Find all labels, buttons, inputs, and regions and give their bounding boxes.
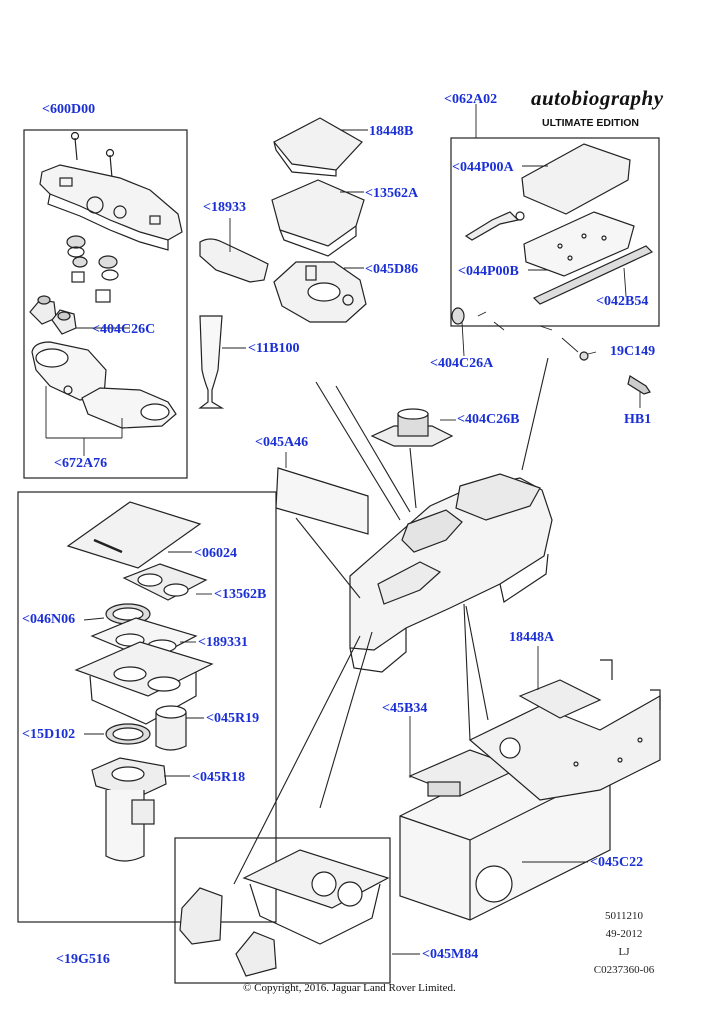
brand-name: autobiography <box>531 86 664 110</box>
lid-13562A <box>271 179 365 257</box>
reference-line-4: C0237360-06 <box>593 964 655 976</box>
label-189331[interactable]: <189331 <box>198 635 248 650</box>
tray-inserts <box>31 341 177 429</box>
label-046N06[interactable]: <046N06 <box>22 612 76 627</box>
label-06024[interactable]: <06024 <box>194 546 237 561</box>
label-045A46[interactable]: <045A46 <box>255 435 309 450</box>
trim-18933 <box>199 218 269 283</box>
label-045R18[interactable]: <045R18 <box>192 770 246 785</box>
label-19G516[interactable]: <19G516 <box>56 952 110 967</box>
support-frame <box>399 646 661 921</box>
frame-19G516 <box>17 491 277 923</box>
label-HB1[interactable]: HB1 <box>624 412 652 427</box>
dashes-062A02 <box>475 104 579 353</box>
reference-line-3: LJ <box>618 946 630 958</box>
label-600D00[interactable]: <600D00 <box>42 102 96 117</box>
pad-06024 <box>66 501 202 569</box>
label-044P00A[interactable]: <044P00A <box>452 160 514 175</box>
housing <box>74 641 214 725</box>
clip-19C149 <box>579 351 597 361</box>
gear-parts <box>29 235 119 335</box>
pin-HB1 <box>627 375 651 408</box>
plate-044P00B <box>523 211 635 277</box>
lid-044P00A <box>521 143 631 215</box>
cup-045R19 <box>155 705 204 751</box>
lid-18448B <box>273 117 368 177</box>
hinge-arm <box>464 211 525 241</box>
insert-13562B <box>122 563 212 601</box>
label-045M84[interactable]: <045M84 <box>422 947 479 962</box>
label-404C26B[interactable]: <404C26B <box>457 412 520 427</box>
reference-line-2: 49-2012 <box>605 928 643 940</box>
callout-lines-600D00 <box>45 327 130 456</box>
ring-15D102 <box>84 723 151 745</box>
label-404C26A[interactable]: <404C26A <box>430 356 494 371</box>
leader-lines <box>233 357 549 885</box>
label-19C149[interactable]: 19C149 <box>610 344 656 359</box>
label-045C22[interactable]: <045C22 <box>590 855 644 870</box>
reference-line-1: 5011210 <box>604 910 644 922</box>
label-672A76[interactable]: <672A76 <box>54 456 108 471</box>
label-11B100[interactable]: <11B100 <box>248 341 300 356</box>
label-18933[interactable]: <18933 <box>203 200 246 215</box>
label-15D102[interactable]: <15D102 <box>22 727 76 742</box>
label-045R19[interactable]: <045R19 <box>206 711 260 726</box>
label-18448A[interactable]: 18448A <box>509 630 555 645</box>
label-404C26C[interactable]: <404C26C <box>92 322 156 337</box>
bushing-404C26A <box>451 307 465 357</box>
center-console <box>349 473 553 673</box>
label-044P00B[interactable]: <044P00B <box>458 264 519 279</box>
glass-11B100 <box>198 315 246 409</box>
holder-045R18 <box>91 757 190 862</box>
ring-046N06 <box>83 603 151 625</box>
label-062A02[interactable]: <062A02 <box>444 92 498 107</box>
copyright-notice: © Copyright, 2016. Jaguar Land Rover Lim… <box>243 982 456 994</box>
label-042B54[interactable]: <042B54 <box>596 294 649 309</box>
label-045D86[interactable]: <045D86 <box>365 262 419 277</box>
frame-600D00 <box>23 129 188 479</box>
rail-042B54 <box>532 245 654 305</box>
label-45B34[interactable]: <45B34 <box>382 701 428 716</box>
frame-045M84 <box>174 837 391 984</box>
label-13562A[interactable]: <13562A <box>365 186 419 201</box>
damper-404C26B <box>370 408 456 447</box>
label-13562B[interactable]: <13562B <box>214 587 267 602</box>
brand-edition: ULTIMATE EDITION <box>542 117 640 129</box>
storage-bin <box>179 849 420 977</box>
label-18448B[interactable]: 18448B <box>369 124 414 139</box>
bracket-045A46 <box>275 452 369 535</box>
bracket-assembly <box>39 131 183 251</box>
cupholder-045D86 <box>273 261 367 323</box>
frame-062A02 <box>450 137 660 327</box>
